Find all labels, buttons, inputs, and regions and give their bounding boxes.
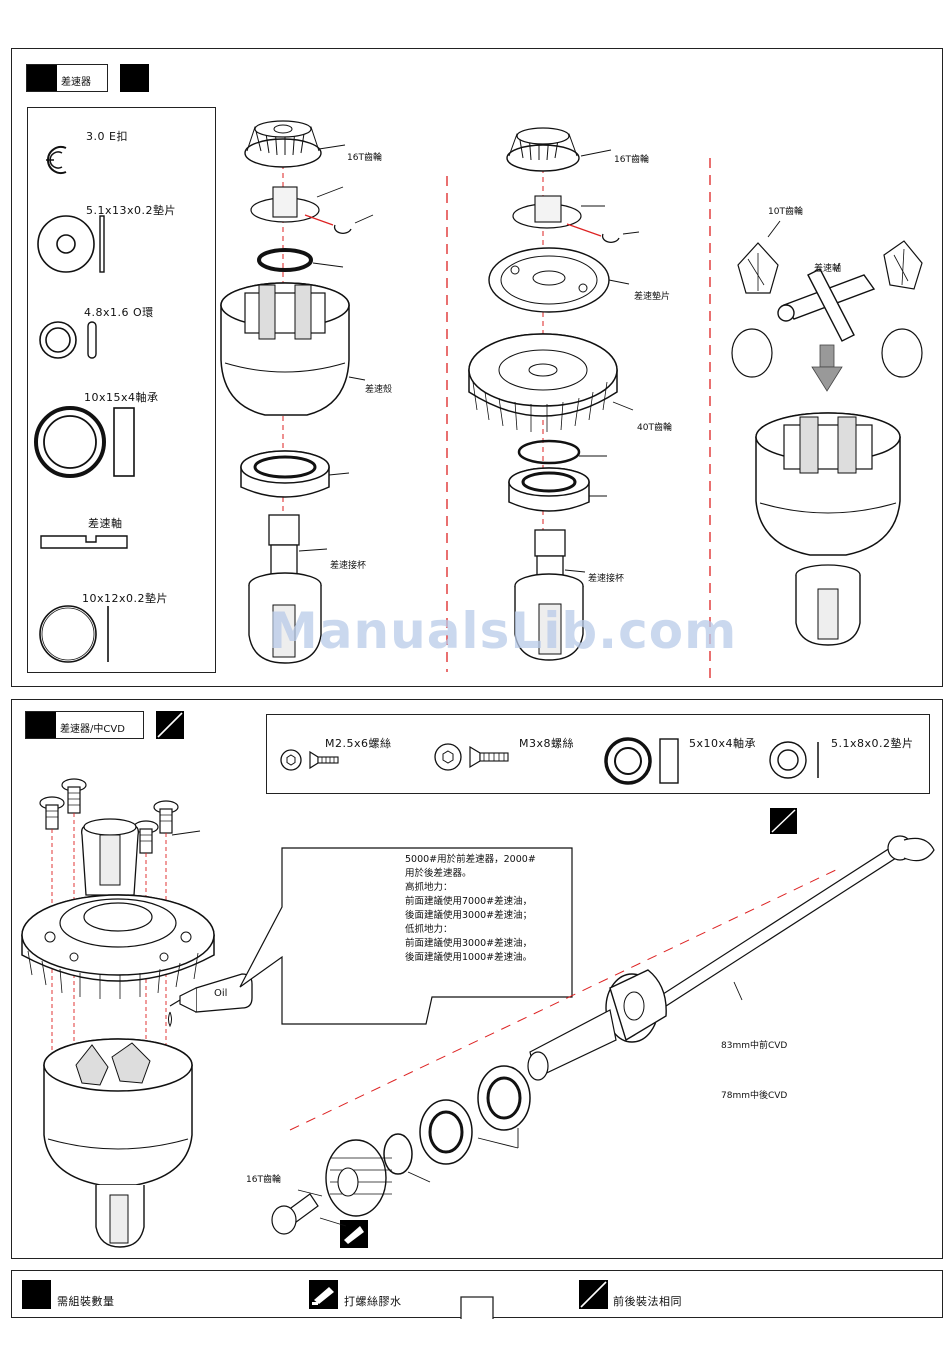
part-label-shim: 10x12x0.2墊片 bbox=[82, 592, 169, 605]
same-front-rear-icon bbox=[579, 1280, 608, 1309]
part-label-washer: 5.1x13x0.2墊片 bbox=[86, 204, 177, 217]
hardware-label-washer: 5.1x8x0.2墊片 bbox=[831, 737, 914, 750]
note-line: 後面建議使用3000#差速油； bbox=[405, 910, 533, 921]
parts-list-box bbox=[27, 107, 216, 673]
part-label-diff-shaft: 差速軸 bbox=[88, 517, 123, 530]
callout-diff-washer: 差速墊片 bbox=[634, 292, 671, 302]
note-line: 後面建議使用1000#差速油。 bbox=[405, 952, 533, 963]
section-differential bbox=[11, 48, 943, 687]
note-line: 高抓地力： bbox=[405, 882, 453, 893]
section-tag-label-2: 差速器/中CVD bbox=[60, 724, 125, 735]
callout-diff-cup-b: 差速接杯 bbox=[588, 574, 625, 584]
hardware-label-m25: M2.5x6螺絲 bbox=[325, 737, 392, 750]
section-tag-differential: 差速器 bbox=[26, 64, 108, 92]
hardware-label-m3: M3x8螺絲 bbox=[519, 737, 574, 750]
hardware-box bbox=[266, 714, 930, 794]
watermark: ManualsLib.com bbox=[268, 602, 738, 660]
same-front-rear-icon bbox=[156, 711, 184, 739]
diff-shaft-icon bbox=[40, 535, 128, 549]
cvd-shaft-assembly bbox=[271, 808, 935, 1248]
note-callout-frame bbox=[239, 847, 573, 1025]
section-tag-label: 差速器 bbox=[61, 77, 91, 88]
quantity-box-icon bbox=[22, 1280, 51, 1309]
part-label-bearing: 10x15x4軸承 bbox=[84, 391, 159, 404]
note-line: 5000#用於前差速器，2000# bbox=[405, 854, 536, 865]
hardware-label-bearing: 5x10x4軸承 bbox=[689, 737, 757, 750]
oil-label: Oil bbox=[214, 988, 228, 999]
callout-diff-shaft: 差速軸 bbox=[814, 264, 842, 274]
legend-label-threadlock: 打螺絲膠水 bbox=[344, 1295, 402, 1308]
page-number-tab bbox=[460, 1296, 494, 1319]
callout-40t-gear: 40T齒輪 bbox=[637, 423, 672, 433]
washer-icon bbox=[37, 215, 105, 273]
callout-16t-gear-b: 16T齒輪 bbox=[614, 155, 649, 165]
callout-16t-gear-c: 16T齒輪 bbox=[246, 1175, 281, 1185]
callout-diff-case: 差速殼 bbox=[365, 385, 393, 395]
o-ring-icon bbox=[39, 321, 97, 359]
legend-label-quantity: 需組裝數量 bbox=[57, 1295, 115, 1308]
note-line: 用於後差速器。 bbox=[405, 868, 472, 879]
diff-assembly-exploded-a bbox=[220, 120, 374, 664]
oil-bottle-icon bbox=[168, 973, 253, 1028]
cvd-rear-label: 78mm中後CVD bbox=[721, 1091, 788, 1101]
callout-16t-gear-a: 16T齒輪 bbox=[347, 153, 382, 163]
section-tag-diff-cvd: 差速器/中CVD bbox=[25, 711, 144, 739]
callout-diff-cup-a: 差速接杯 bbox=[330, 561, 367, 571]
threadlock-icon bbox=[309, 1280, 338, 1309]
note-line: 前面建議使用3000#差速油， bbox=[405, 938, 533, 949]
shim-icon bbox=[39, 605, 109, 663]
screw-icon bbox=[434, 743, 509, 771]
column-separator-2 bbox=[709, 158, 711, 678]
e-clip-icon bbox=[46, 146, 67, 174]
column-separator-1 bbox=[446, 176, 448, 672]
bearing-icon bbox=[604, 737, 679, 785]
oil-recommendation-note: 5000#用於前差速器，2000# 用於後差速器。 高抓地力： 前面建議使用70… bbox=[405, 853, 536, 965]
part-label-o-ring: 4.8x1.6 O環 bbox=[84, 306, 154, 319]
bearing-icon bbox=[34, 406, 135, 478]
diff-center-assembly bbox=[21, 778, 215, 1248]
cvd-front-label: 83mm中前CVD bbox=[721, 1041, 788, 1051]
diff-internal-gears bbox=[731, 220, 923, 646]
section-diff-center-cvd bbox=[11, 699, 943, 1259]
callout-10t-gear: 10T齒輪 bbox=[768, 207, 803, 217]
washer-icon bbox=[769, 741, 819, 779]
quantity-box-icon bbox=[120, 64, 149, 92]
legend-label-same: 前後裝法相同 bbox=[613, 1295, 682, 1308]
diff-assembly-exploded-b bbox=[468, 127, 640, 661]
note-line: 低抓地力： bbox=[405, 924, 453, 935]
screw-icon bbox=[280, 749, 339, 771]
note-line: 前面建議使用7000#差速油， bbox=[405, 896, 533, 907]
part-label-e-clip: 3.0 E扣 bbox=[86, 130, 128, 143]
